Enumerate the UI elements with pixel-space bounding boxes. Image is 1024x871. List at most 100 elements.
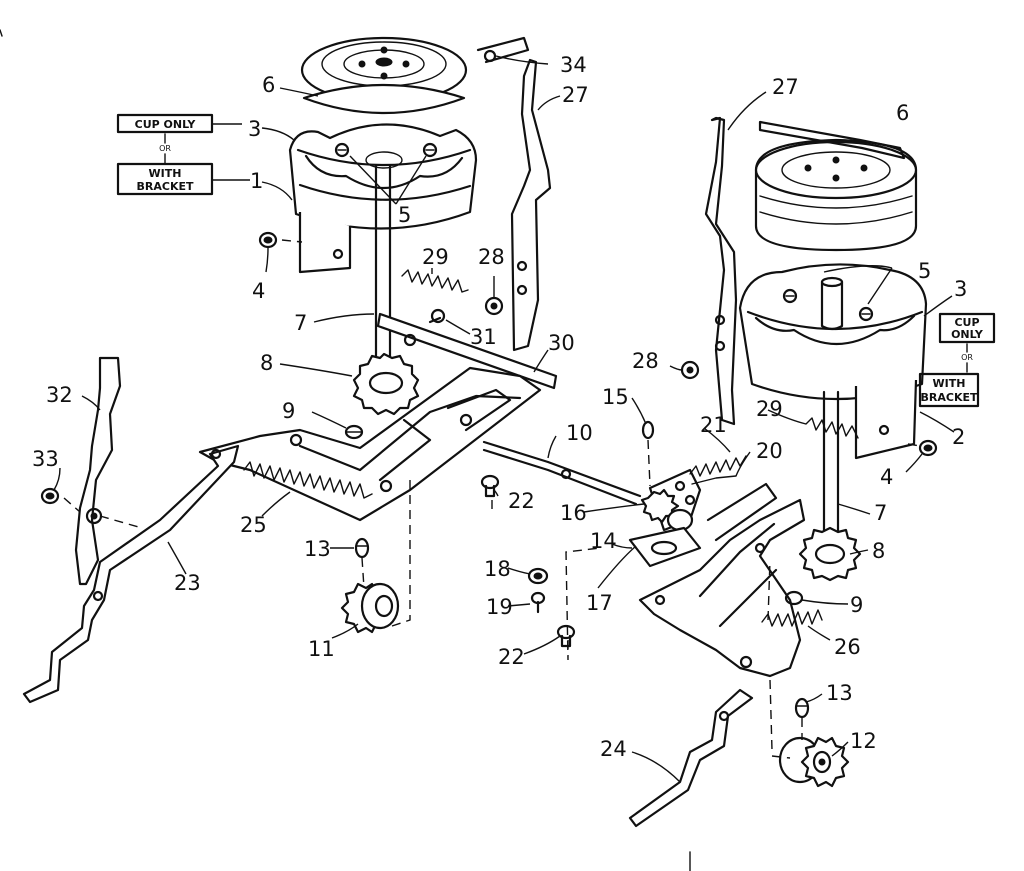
callout-4: 4 <box>880 465 893 489</box>
spring-20 <box>691 475 737 485</box>
screw-15 <box>641 420 655 440</box>
right-spindle-shaft <box>822 390 840 554</box>
screw-icon <box>782 288 798 304</box>
right-lever-27 <box>704 116 738 426</box>
gear-12 <box>778 736 850 788</box>
screw-icon <box>334 142 350 158</box>
shaft-10 <box>482 440 642 506</box>
screw-icon <box>858 306 874 322</box>
note-left-cup-only: CUP ONLY <box>135 118 197 131</box>
screw-19 <box>530 591 546 614</box>
screw-9-left <box>344 424 364 440</box>
callout-22: 22 <box>498 645 525 669</box>
right-gear <box>798 526 862 582</box>
screw-icon <box>422 142 438 158</box>
spring-26 <box>761 609 823 627</box>
note-box-cup-only <box>938 312 996 344</box>
lever-23 <box>22 444 240 704</box>
right-screw-4 <box>918 439 938 457</box>
callout-5: 5 <box>918 259 931 283</box>
callout-17: 17 <box>586 591 613 615</box>
callout-27: 27 <box>772 75 799 99</box>
nut-18 <box>527 567 549 585</box>
note-left-bracket: BRACKET <box>137 180 194 193</box>
callout-9: 9 <box>850 593 863 617</box>
leader-lines <box>53 55 955 783</box>
callout-22: 22 <box>508 489 535 513</box>
nut-28-left <box>484 296 504 316</box>
callout-13: 13 <box>304 537 331 561</box>
note-box-with-bracket <box>918 372 980 408</box>
left-spindle-shaft <box>374 164 392 378</box>
note-left: CUP ONLY OR WITH BRACKET <box>116 113 214 196</box>
callout-numbers: 34 27 6 3 1 5 4 29 28 7 31 30 8 32 9 33 … <box>32 53 967 761</box>
note-left-or: OR <box>159 144 171 153</box>
screw-33 <box>40 487 60 505</box>
callout-18: 18 <box>484 557 511 581</box>
link-30 <box>376 312 558 390</box>
spring-21 <box>689 455 747 477</box>
callout-14: 14 <box>590 529 617 553</box>
callout-30: 30 <box>548 331 575 355</box>
callout-12: 12 <box>850 729 877 753</box>
callout-34: 34 <box>560 53 587 77</box>
left-screw-4 <box>258 231 278 249</box>
callout-31: 31 <box>470 325 497 349</box>
callout-21: 21 <box>700 413 727 437</box>
right-bracket <box>854 379 918 460</box>
callout-26: 26 <box>834 635 861 659</box>
callout-24: 24 <box>600 737 627 761</box>
callout-6: 6 <box>896 101 909 125</box>
left-reel-spool <box>300 36 468 113</box>
right-reel-spool <box>754 120 918 252</box>
callout-15: 15 <box>602 385 629 409</box>
callout-33: 33 <box>32 447 59 471</box>
note-right-with: WITH <box>933 377 966 390</box>
note-box-cup-only <box>116 113 214 134</box>
screw-9-right <box>784 590 804 606</box>
screw-31 <box>428 308 446 324</box>
gear-11 <box>340 582 400 634</box>
spring-29-left <box>401 269 469 293</box>
callout-9: 9 <box>282 399 295 423</box>
callout-16: 16 <box>560 501 587 525</box>
callout-2: 2 <box>952 425 965 449</box>
right-reel-cup <box>738 263 928 401</box>
callout-19: 19 <box>486 595 513 619</box>
spring-25 <box>243 461 373 499</box>
note-right: CUP ONLY OR WITH BRACKET <box>918 312 996 408</box>
callout-1: 1 <box>250 169 263 193</box>
left-lever-27 <box>476 36 552 352</box>
callout-4: 4 <box>252 279 265 303</box>
note-right-bracket: BRACKET <box>921 391 978 404</box>
lever-32 <box>74 356 122 586</box>
callout-32: 32 <box>46 383 73 407</box>
callout-7: 7 <box>294 311 307 335</box>
right-base-plate <box>638 482 806 678</box>
note-left-with: WITH <box>149 167 182 180</box>
nut-28-right <box>680 360 700 380</box>
note-right-only: ONLY <box>951 328 984 341</box>
callout-13: 13 <box>826 681 853 705</box>
callout-29: 29 <box>422 245 449 269</box>
callout-20: 20 <box>756 439 783 463</box>
callout-8: 8 <box>260 351 273 375</box>
callout-23: 23 <box>174 571 201 595</box>
note-box-with-bracket <box>116 162 214 196</box>
left-reel-disc <box>302 83 466 115</box>
callout-28: 28 <box>478 245 505 269</box>
callout-11: 11 <box>308 637 335 661</box>
callout-25: 25 <box>240 513 267 537</box>
callout-10: 10 <box>566 421 593 445</box>
left-reel-cup <box>288 123 478 230</box>
callout-29: 29 <box>756 397 783 421</box>
screw-13-right <box>794 697 810 719</box>
bracket-14 <box>628 526 702 568</box>
screw-13-left <box>354 537 370 559</box>
callout-3: 3 <box>954 277 967 301</box>
callout-28: 28 <box>632 349 659 373</box>
note-right-cup: CUP <box>954 316 979 329</box>
alignment-lines <box>63 239 921 759</box>
